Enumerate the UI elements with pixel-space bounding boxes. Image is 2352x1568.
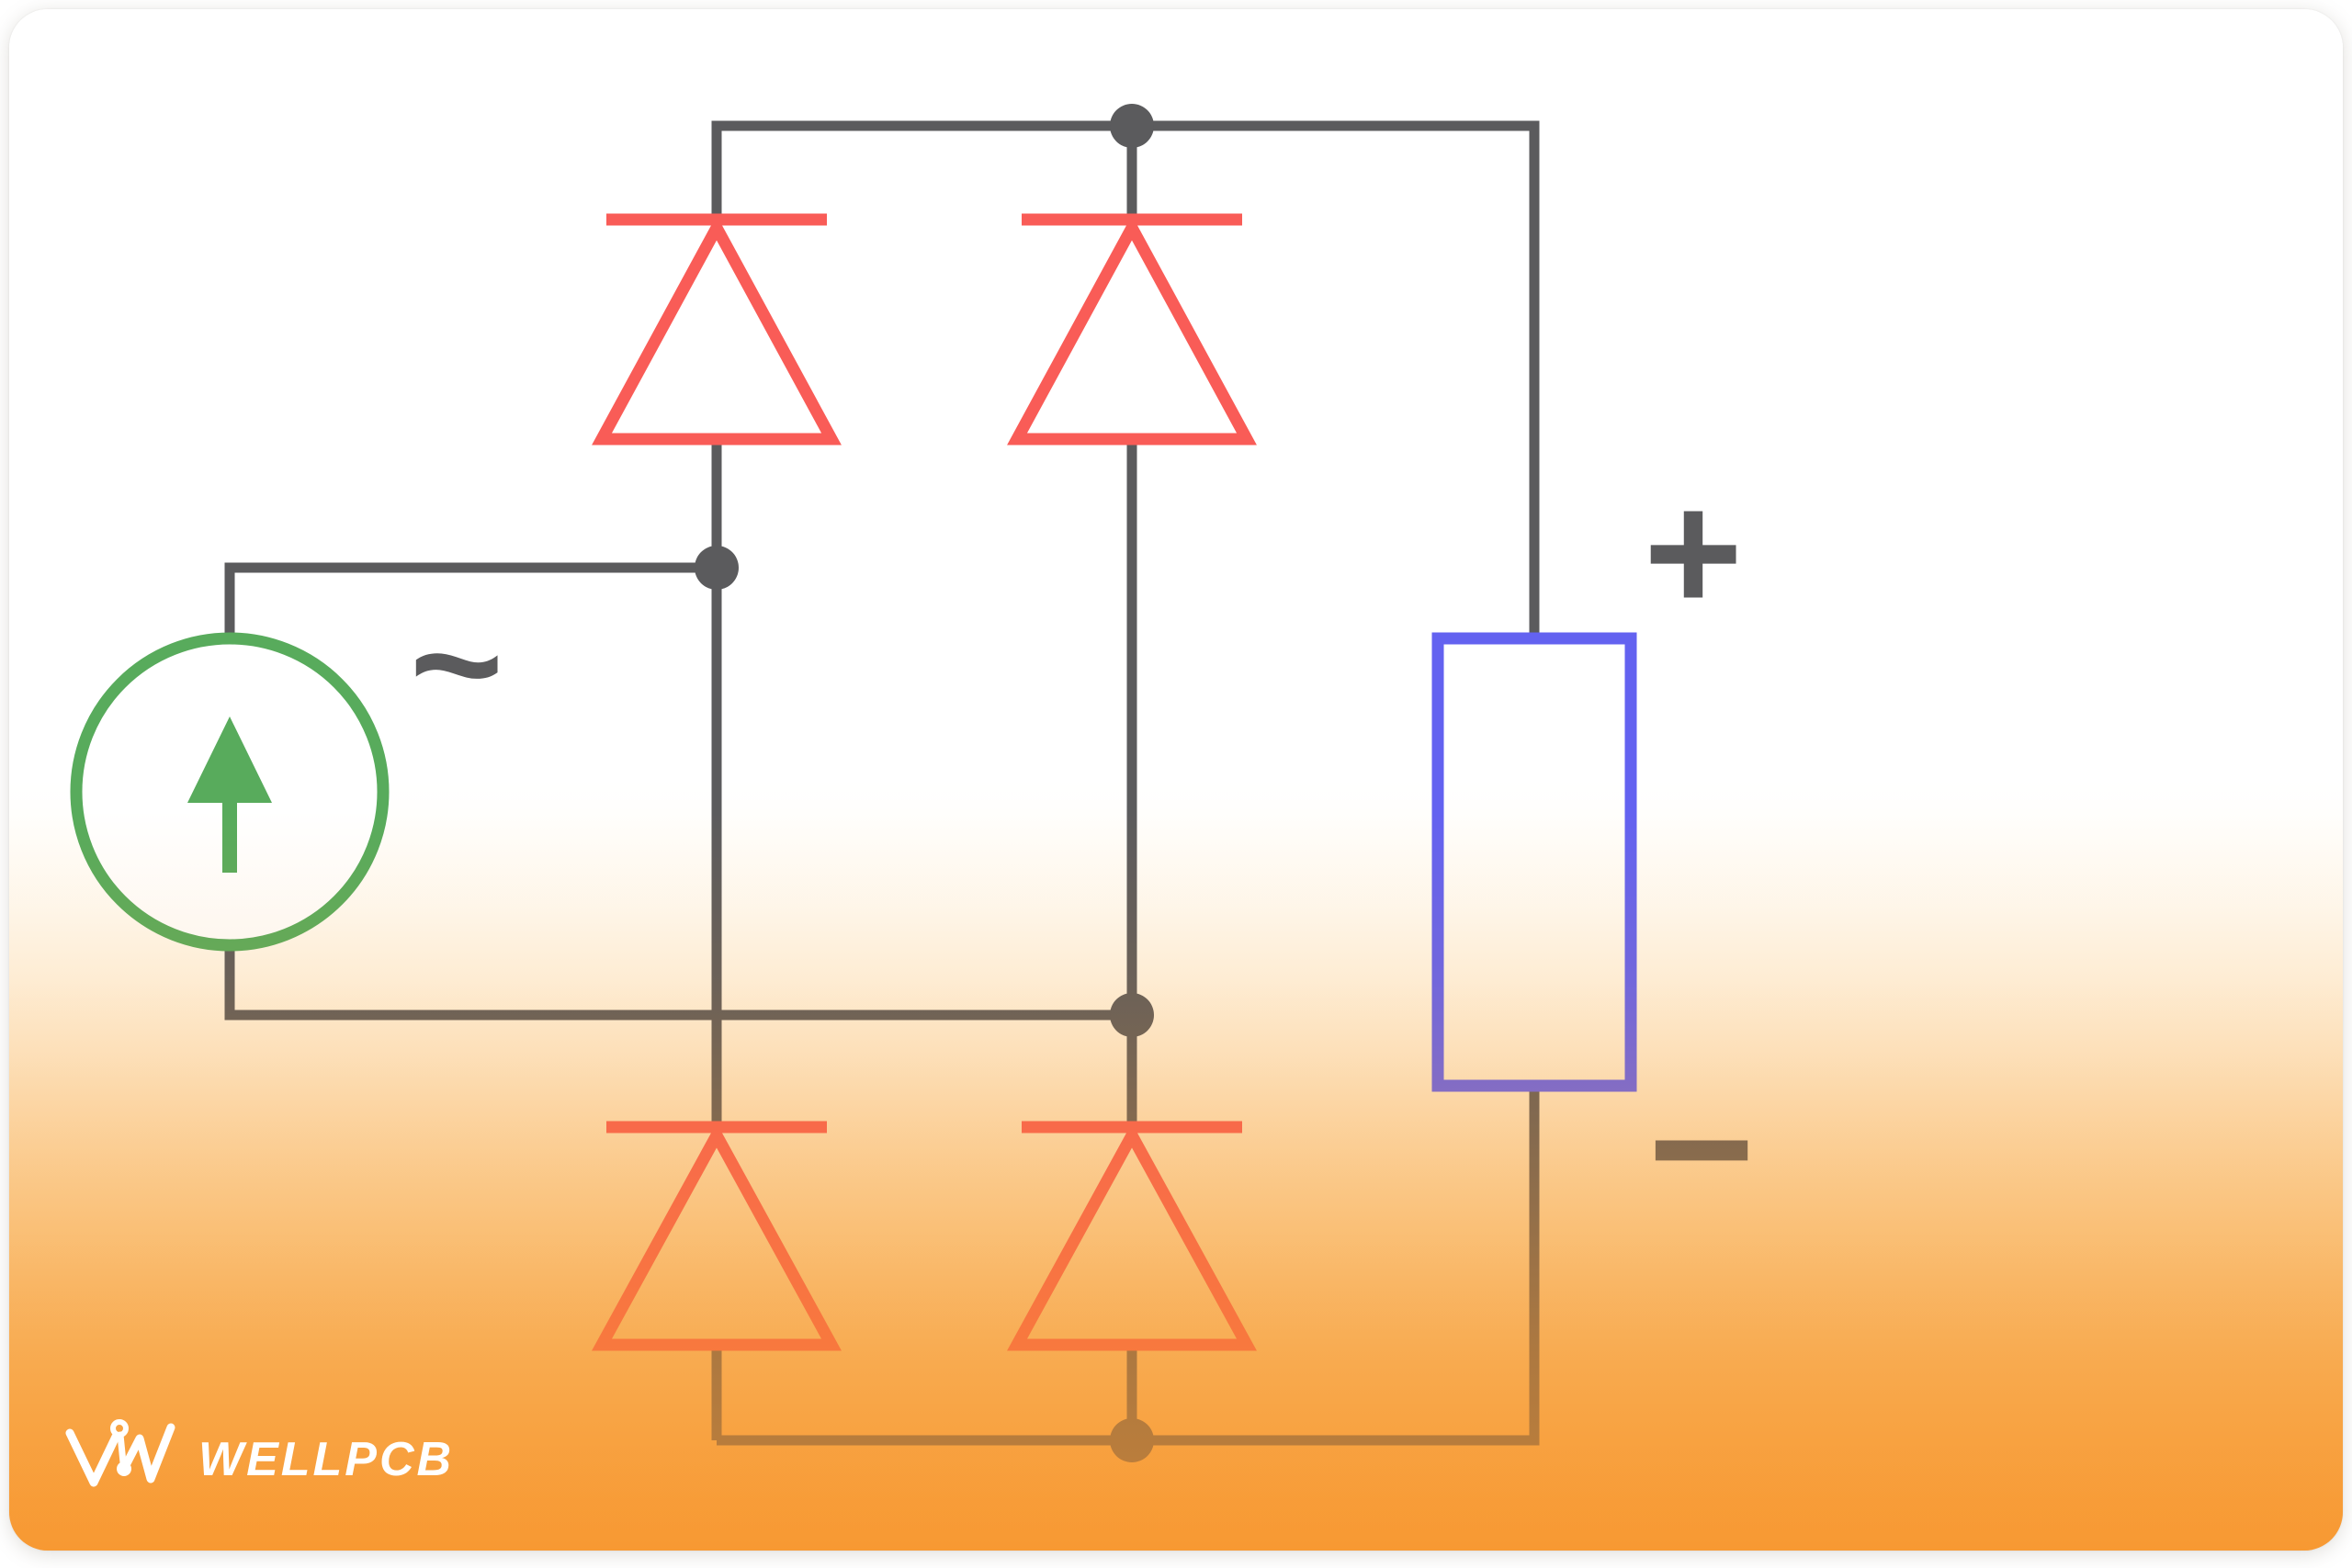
wellpcb-logo-icon (65, 1419, 175, 1487)
load-resistor (1431, 632, 1637, 1092)
circuit-schematic (70, 104, 1637, 1462)
logo-right-zigzag (119, 1423, 175, 1483)
wire-top-rail (711, 120, 1540, 638)
wellpcb-logo: WELLPCB (62, 1418, 454, 1492)
diagram-card: ~ + − WELLPCB (9, 9, 2343, 1551)
junction-dot-top (1110, 104, 1154, 148)
diode-top-right (1007, 213, 1257, 446)
wires (224, 120, 1540, 1446)
junction-dot-right (1110, 993, 1154, 1037)
diode-bottom-right (1007, 1121, 1257, 1351)
diode-top-left (592, 213, 842, 446)
ac-source (70, 632, 390, 952)
wellpcb-logo-text: WELLPCB (198, 1433, 455, 1486)
negative-terminal-label: − (1647, 1046, 1756, 1251)
ac-source-arrow-stem (222, 803, 237, 873)
logo-node-dot (117, 1461, 131, 1476)
logo-left-v (65, 1428, 120, 1487)
diode-triangle (1007, 215, 1257, 446)
diode-bridge (592, 213, 1257, 1351)
diode-triangle (1007, 1122, 1257, 1351)
junction-dot-left (695, 546, 739, 590)
diode-triangle (592, 1122, 842, 1351)
diode-bottom-left (592, 1121, 842, 1351)
wire-source-bottom (224, 946, 1132, 1021)
ac-waveform-label: ~ (409, 574, 504, 754)
positive-terminal-label: + (1643, 457, 1744, 648)
diode-triangle (592, 215, 842, 446)
junction-dot-bottom (1110, 1418, 1154, 1462)
logo-pin-stem (117, 1431, 127, 1466)
